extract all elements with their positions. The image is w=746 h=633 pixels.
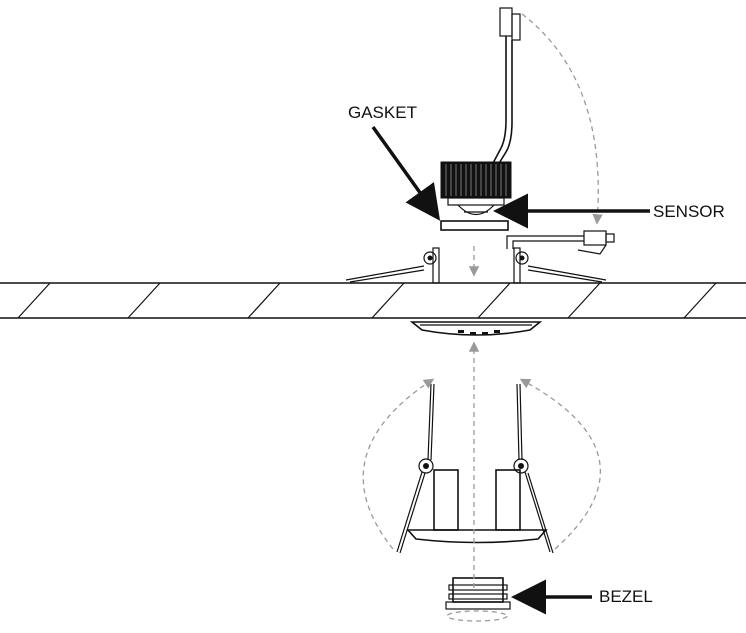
gasket-label: GASKET xyxy=(348,103,417,122)
sensor-body xyxy=(440,161,512,216)
mounted-housing xyxy=(345,247,607,284)
gasket-arrow xyxy=(371,125,441,221)
ceiling-panel xyxy=(0,282,746,319)
junction-connector xyxy=(506,230,615,255)
sensor-label: SENSOR xyxy=(653,202,725,221)
callout-arrows xyxy=(371,125,650,615)
bezel-label: BEZEL xyxy=(599,587,653,606)
sensor-cable xyxy=(491,7,521,166)
flange xyxy=(409,321,543,336)
motion-guides xyxy=(362,13,603,588)
gasket xyxy=(440,220,509,231)
housing-exploded xyxy=(396,383,554,554)
bezel xyxy=(445,577,511,622)
